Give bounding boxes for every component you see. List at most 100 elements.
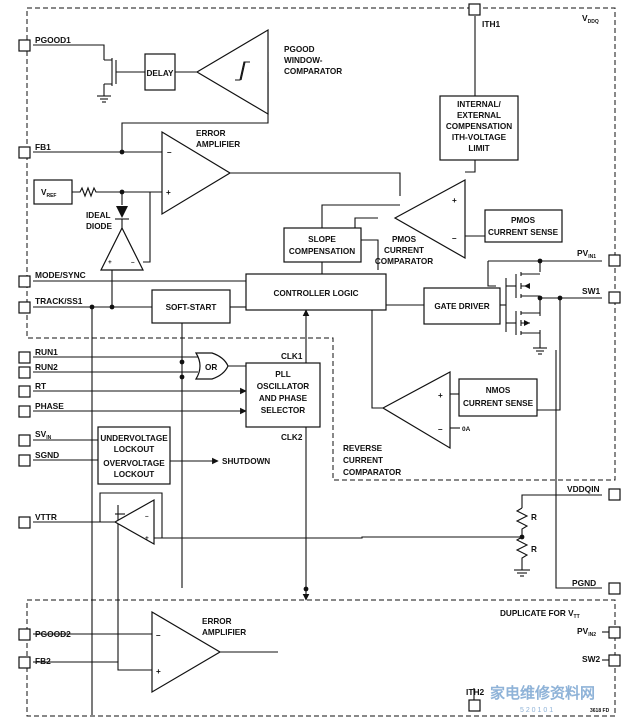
- duplicate-vtt-label: DUPLICATE FOR VTT: [500, 609, 580, 620]
- watermark: 家电维修资料网 5 2 0 1 0 1: [490, 684, 595, 714]
- pgood-pull-down-transistor: [104, 58, 126, 86]
- svg-text:3618 FD: 3618 FD: [590, 708, 610, 714]
- svg-text:ERROR: ERROR: [202, 617, 232, 626]
- pvin1-sub: IN1: [588, 254, 596, 260]
- ith2-pin: [468, 699, 481, 712]
- mode-sync-pin: [18, 275, 31, 288]
- svg-text:COMPARATOR: COMPARATOR: [375, 257, 433, 266]
- svg-text:+: +: [145, 535, 149, 542]
- pmos-current-comparator: + – PMOS CURRENT COMPARATOR: [375, 178, 466, 266]
- svg-text:SOFT-START: SOFT-START: [166, 303, 217, 312]
- svg-text:+: +: [438, 391, 443, 400]
- svg-text:PMOS: PMOS: [511, 216, 536, 225]
- pgood1-label: PGOOD1: [35, 35, 71, 45]
- pin-labels: ITH1 VDDQ PGOOD1 FB1 MODE/SYNC TRACK/SS1…: [35, 13, 600, 697]
- vttr-buffer: – +: [113, 498, 155, 546]
- phase-label: PHASE: [35, 401, 64, 411]
- controller-logic-block: CONTROLLER LOGIC: [245, 273, 387, 311]
- sw2-label: SW2: [582, 654, 600, 664]
- svg-text:+: +: [166, 188, 171, 197]
- run2-pin: [18, 366, 31, 379]
- delay-block: DELAY: [144, 53, 176, 91]
- vref-source: VREF: [33, 179, 73, 205]
- svg-text:CLK2: CLK2: [281, 433, 303, 442]
- vddqin-label: VDDQIN: [567, 484, 600, 494]
- pgood2-pin: [18, 628, 31, 641]
- wiring: [33, 16, 615, 715]
- svg-text:LOCKOUT: LOCKOUT: [114, 470, 154, 479]
- soft-start-block: SOFT-START: [151, 289, 231, 324]
- fb2-label: FB2: [35, 656, 51, 666]
- vtt-channel-outline: [26, 599, 616, 717]
- svin-sub: IN: [46, 435, 51, 441]
- svg-text:PVIN1: PVIN1: [577, 248, 596, 260]
- power-mosfets: [505, 272, 540, 335]
- svg-text:ITH-VOLTAGE: ITH-VOLTAGE: [452, 133, 507, 142]
- svg-text:SHUTDOWN: SHUTDOWN: [222, 457, 270, 466]
- pgood1-pin: [18, 39, 31, 52]
- svin-label: SV: [35, 429, 47, 439]
- svg-text:VDDQ: VDDQ: [582, 13, 599, 25]
- uvlo-block: UNDERVOLTAGE LOCKOUT OVERVOLTAGE LOCKOUT…: [97, 426, 270, 485]
- svg-text:COMPENSATION: COMPENSATION: [446, 122, 512, 131]
- svg-text:CURRENT: CURRENT: [384, 246, 424, 255]
- run1-label: RUN1: [35, 347, 58, 357]
- sw1-label: SW1: [582, 286, 600, 296]
- fb1-label: FB1: [35, 142, 51, 152]
- svg-text:AMPLIFIER: AMPLIFIER: [202, 628, 246, 637]
- svg-text:VREF: VREF: [41, 188, 56, 199]
- svg-text:AND PHASE: AND PHASE: [259, 394, 308, 403]
- svg-text:CURRENT: CURRENT: [343, 456, 383, 465]
- pmos-current-sense-block: PMOS CURRENT SENSE: [484, 209, 563, 243]
- pgnd-pin: [608, 582, 621, 595]
- run1-pin: [18, 351, 31, 364]
- svg-text:NMOS: NMOS: [486, 386, 511, 395]
- reverse-current-comparator: + – 0A REVERSE CURRENT COMPARATOR: [343, 370, 471, 477]
- sgnd-pin: [18, 454, 31, 467]
- svg-text:COMPENSATION: COMPENSATION: [289, 247, 355, 256]
- svg-text:+: +: [156, 667, 161, 676]
- ideal-diode: + – IDEAL DIODE: [86, 206, 144, 271]
- svg-text:OVERVOLTAGE: OVERVOLTAGE: [103, 459, 165, 468]
- svg-text:EXTERNAL: EXTERNAL: [457, 111, 501, 120]
- svg-text:COMPARATOR: COMPARATOR: [284, 67, 342, 76]
- svg-text:ERROR: ERROR: [196, 129, 226, 138]
- pvin1-label: PV: [577, 248, 589, 258]
- pgood-window-comparator: PGOOD WINDOW- COMPARATOR: [195, 28, 342, 116]
- svg-text:IDEAL: IDEAL: [86, 211, 111, 220]
- pvin2-pin: [608, 626, 621, 639]
- svg-text:–: –: [167, 148, 172, 157]
- svg-text:OSCILLATOR: OSCILLATOR: [257, 382, 310, 391]
- svg-text:PVIN2: PVIN2: [577, 626, 596, 638]
- nmos-current-sense-block: NMOS CURRENT SENSE: [458, 378, 538, 417]
- ith1-pin: [468, 3, 481, 16]
- svg-text:–: –: [438, 425, 443, 434]
- svg-text:R: R: [531, 545, 537, 554]
- divider-resistor-labels: R R: [531, 513, 537, 554]
- svg-text:SELECTOR: SELECTOR: [261, 406, 306, 415]
- svg-text:LOCKOUT: LOCKOUT: [114, 445, 154, 454]
- vttr-pin: [18, 516, 31, 529]
- pgood2-label: PGOOD2: [35, 629, 71, 639]
- svg-text:0A: 0A: [462, 426, 471, 433]
- svg-text:PGOOD: PGOOD: [284, 45, 315, 54]
- junction-dots: [89, 149, 563, 592]
- pvin1-pin: [608, 254, 621, 267]
- svg-text:–: –: [156, 631, 161, 640]
- svg-text:INTERNAL/: INTERNAL/: [457, 100, 501, 109]
- vddq-sub: DDQ: [588, 19, 599, 25]
- rt-label: RT: [35, 381, 47, 391]
- sw1-pin: [608, 291, 621, 304]
- svg-text:家电维修资料网: 家电维修资料网: [490, 684, 595, 702]
- svg-text:GATE DRIVER: GATE DRIVER: [434, 302, 489, 311]
- compensation-block: INTERNAL/ EXTERNAL COMPENSATION ITH-VOLT…: [439, 95, 519, 161]
- svg-text:DELAY: DELAY: [147, 69, 175, 78]
- svg-text:CONTROLLER LOGIC: CONTROLLER LOGIC: [273, 289, 358, 298]
- svin-pin: [18, 434, 31, 447]
- sgnd-label: SGND: [35, 450, 59, 460]
- svg-text:AMPLIFIER: AMPLIFIER: [196, 140, 240, 149]
- svg-text:DUPLICATE FOR VTT: DUPLICATE FOR VTT: [500, 609, 580, 620]
- svg-text:–: –: [145, 513, 149, 520]
- svg-text:5 2 0 1 0 1: 5 2 0 1 0 1: [520, 707, 553, 714]
- track-ss1-pin: [18, 301, 31, 314]
